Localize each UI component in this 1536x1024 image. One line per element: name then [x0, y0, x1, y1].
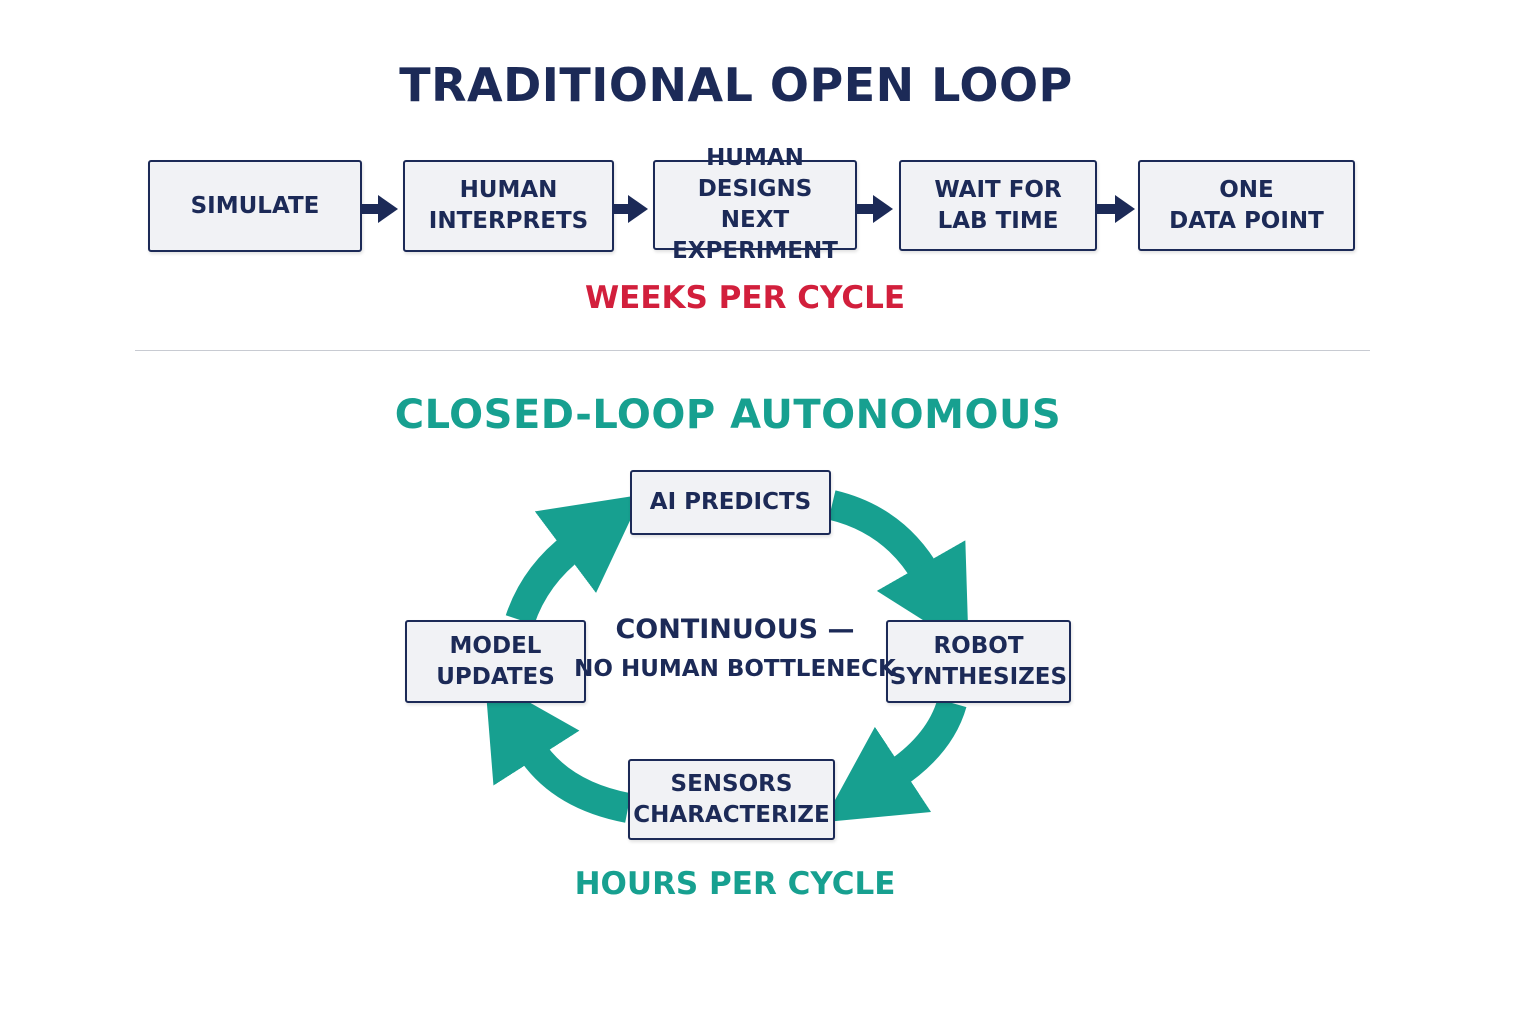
open-step-human-designs: HUMAN DESIGNS NEXT EXPERIMENT	[653, 145, 857, 264]
cycle-arrow-icon	[484, 677, 632, 823]
hours-per-cycle-label: HOURS PER CYCLE	[574, 866, 896, 902]
closed-step-ai-predicts: AI PREDICTS	[630, 470, 831, 535]
closed-loop-title: CLOSED-LOOP AUTONOMOUS	[394, 392, 1062, 438]
closed-step-model-updates: MODEL UPDATES	[405, 620, 586, 703]
step-label-line1: ONE	[1219, 176, 1274, 203]
section-divider	[135, 350, 1370, 351]
open-step-wait-for-lab: WAIT FOR LAB TIME	[899, 160, 1097, 251]
cycle-arrow-icon	[822, 698, 967, 823]
open-step-simulate: SIMULATE	[148, 160, 362, 252]
step-label-line1: AI PREDICTS	[649, 489, 812, 515]
step-label-line1: HUMAN DESIGNS	[697, 145, 813, 202]
open-step-one-data-point: ONE DATA POINT	[1138, 160, 1355, 251]
step-label-line1: MODEL	[449, 632, 542, 659]
step-label-line2: DATA POINT	[1169, 207, 1324, 234]
step-label-line1: SIMULATE	[190, 192, 320, 219]
step-label-line1: SENSORS	[670, 770, 793, 797]
center-caption-line1: CONTINUOUS —	[615, 614, 855, 645]
step-label-line2: LAB TIME	[937, 207, 1059, 234]
open-loop-title: TRADITIONAL OPEN LOOP	[399, 58, 1073, 112]
center-caption-line2: NO HUMAN BOTTLENECK	[574, 656, 896, 682]
closed-step-robot-synthesizes: ROBOT SYNTHESIZES	[886, 620, 1071, 703]
open-step-human-interprets: HUMAN INTERPRETS	[403, 160, 614, 252]
step-label-line1: HUMAN	[459, 177, 558, 203]
closed-step-sensors-characterize: SENSORS CHARACTERIZE	[628, 759, 835, 840]
step-label-line2: INTERPRETS	[428, 208, 589, 234]
step-label-line1: ROBOT	[933, 632, 1024, 659]
step-label-line1: WAIT FOR	[934, 176, 1062, 203]
cycle-arrow-icon	[505, 494, 643, 626]
cycle-arrow-icon	[828, 490, 969, 649]
step-label-line2: NEXT EXPERIMENT	[672, 207, 838, 264]
step-label-line2: UPDATES	[436, 663, 555, 690]
step-label-line2: SYNTHESIZES	[889, 663, 1068, 690]
weeks-per-cycle-label: WEEKS PER CYCLE	[584, 280, 906, 316]
step-label-line2: CHARACTERIZE	[633, 801, 830, 828]
